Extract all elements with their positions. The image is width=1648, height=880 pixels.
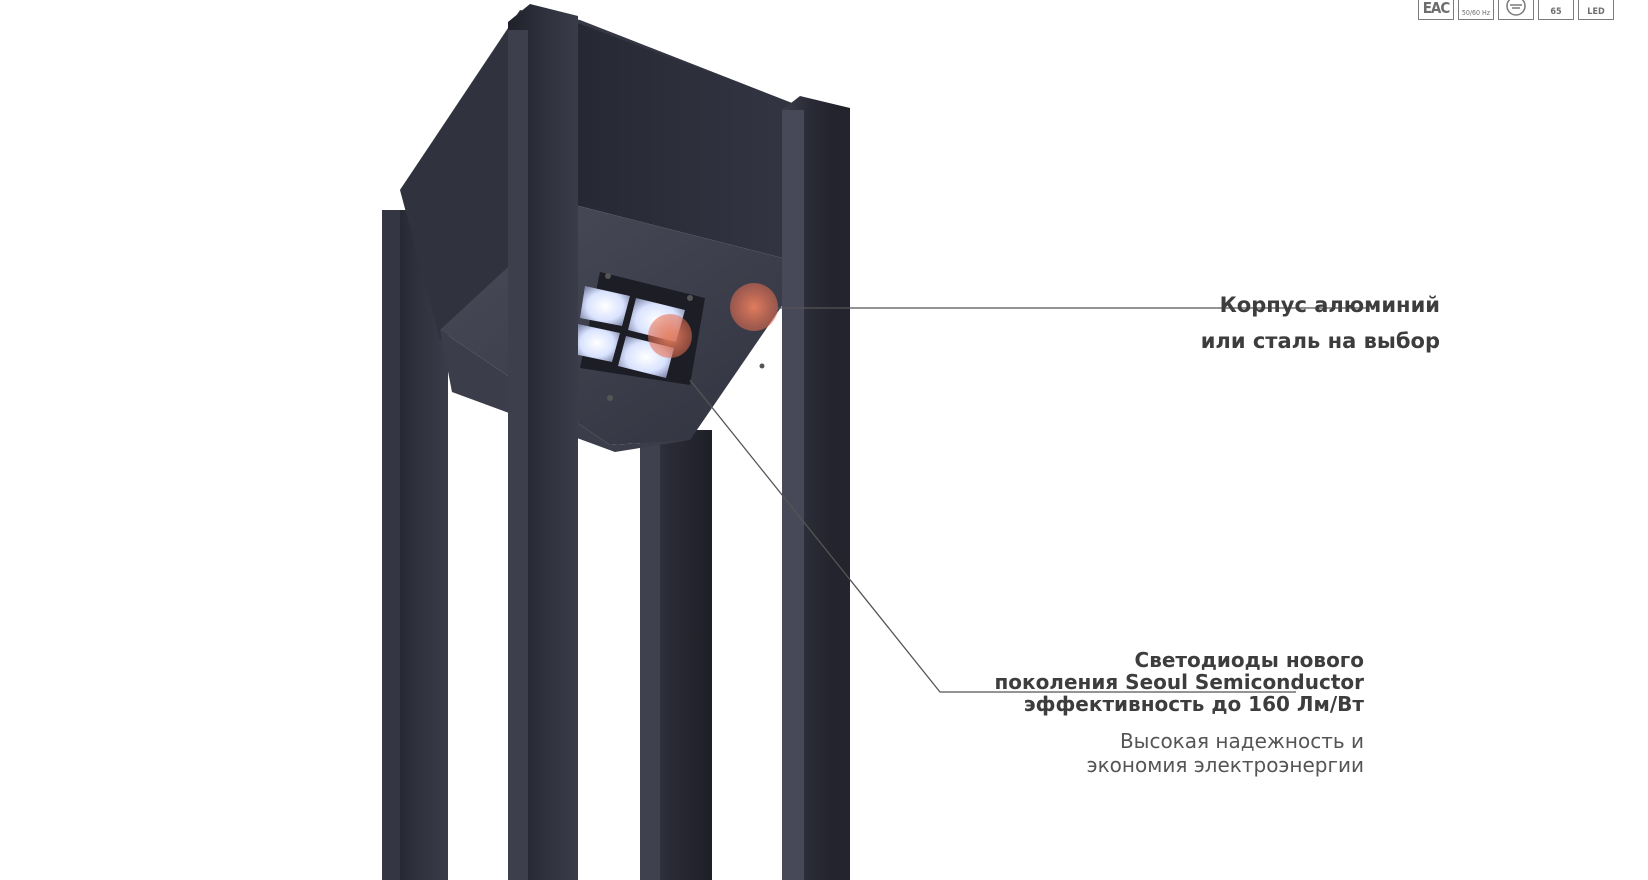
post-front-left <box>508 4 578 880</box>
post-front-right <box>782 96 850 880</box>
leds-callout-line2: поколения Seoul Semiconductor <box>994 670 1364 694</box>
housing-box <box>400 10 810 452</box>
frequency-badge: 50/60 Hz <box>1458 0 1494 20</box>
housing-highlight-dot <box>730 283 778 331</box>
leds-desc-line2: экономия электроэнергии <box>1086 753 1364 777</box>
housing-callout: Корпус алюминий или сталь на выбор <box>1201 287 1440 359</box>
leds-desc-line1: Высокая надежность и <box>1119 729 1364 753</box>
led-highlight-dot <box>648 314 692 358</box>
ground-symbol-icon <box>1498 0 1534 20</box>
housing-callout-line2: или сталь на выбор <box>1200 329 1440 353</box>
eac-mark-icon: EAC <box>1418 0 1454 20</box>
leds-callout-line1: Светодиоды нового <box>1134 648 1364 672</box>
led-badge: LED <box>1578 0 1614 20</box>
leds-callout-line3: эффективность до 160 Лм/Вт <box>1023 692 1364 716</box>
certification-badges: EAC 50/60 Hz 65 LED <box>1418 0 1614 20</box>
housing-callout-line1: Корпус алюминий <box>1219 293 1440 317</box>
post-back-middle <box>640 430 712 880</box>
leds-callout-line <box>689 379 1296 693</box>
ip-rating-badge: 65 <box>1538 0 1574 20</box>
leds-callout: Светодиоды нового поколения Seoul Semico… <box>994 649 1364 777</box>
